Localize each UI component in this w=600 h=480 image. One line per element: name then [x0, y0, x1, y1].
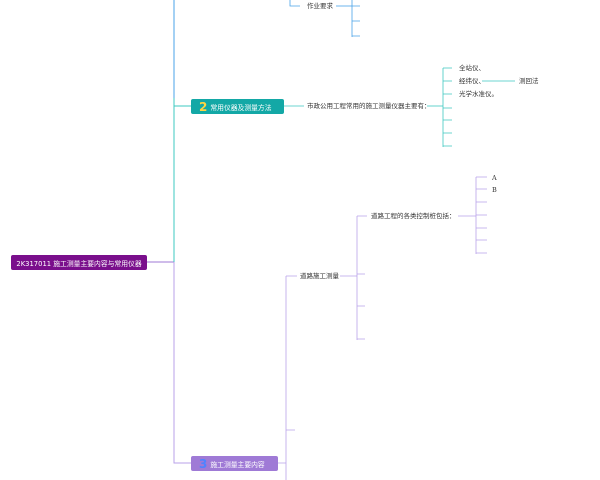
- branch-number-badge: 2: [199, 99, 208, 114]
- branch-number-badge: 3: [199, 456, 208, 471]
- branch-topic-label: 施工测量主要内容: [210, 460, 265, 469]
- topic-theodolite[interactable]: 经纬仪、: [459, 77, 485, 85]
- branch-topic-label: 常用仪器及测量方法: [210, 103, 272, 112]
- topic-common-instruments[interactable]: 市政公用工程常用的施工测量仪器主要有：: [307, 102, 431, 110]
- topic-control-stakes[interactable]: 道路工程的各类控制桩包括：: [371, 212, 456, 220]
- topic-item-a[interactable]: A: [492, 174, 497, 182]
- topic-item-b[interactable]: B: [492, 186, 497, 194]
- branch-topic-survey-content[interactable]: 3 施工测量主要内容: [191, 456, 278, 471]
- root-topic[interactable]: 2K317011 施工测量主要内容与常用仪器: [11, 255, 147, 270]
- root-topic-label: 2K317011 施工测量主要内容与常用仪器: [16, 259, 142, 268]
- topic-work-requirements[interactable]: 作业要求: [307, 2, 333, 10]
- topic-measurement-method[interactable]: 测回法: [519, 77, 539, 85]
- topic-optical-level[interactable]: 光学水准仪。: [459, 90, 498, 98]
- topic-total-station[interactable]: 全站仪、: [459, 64, 485, 72]
- topic-road-survey[interactable]: 道路施工测量: [300, 272, 339, 280]
- branch-topic-instruments[interactable]: 2 常用仪器及测量方法: [191, 99, 284, 114]
